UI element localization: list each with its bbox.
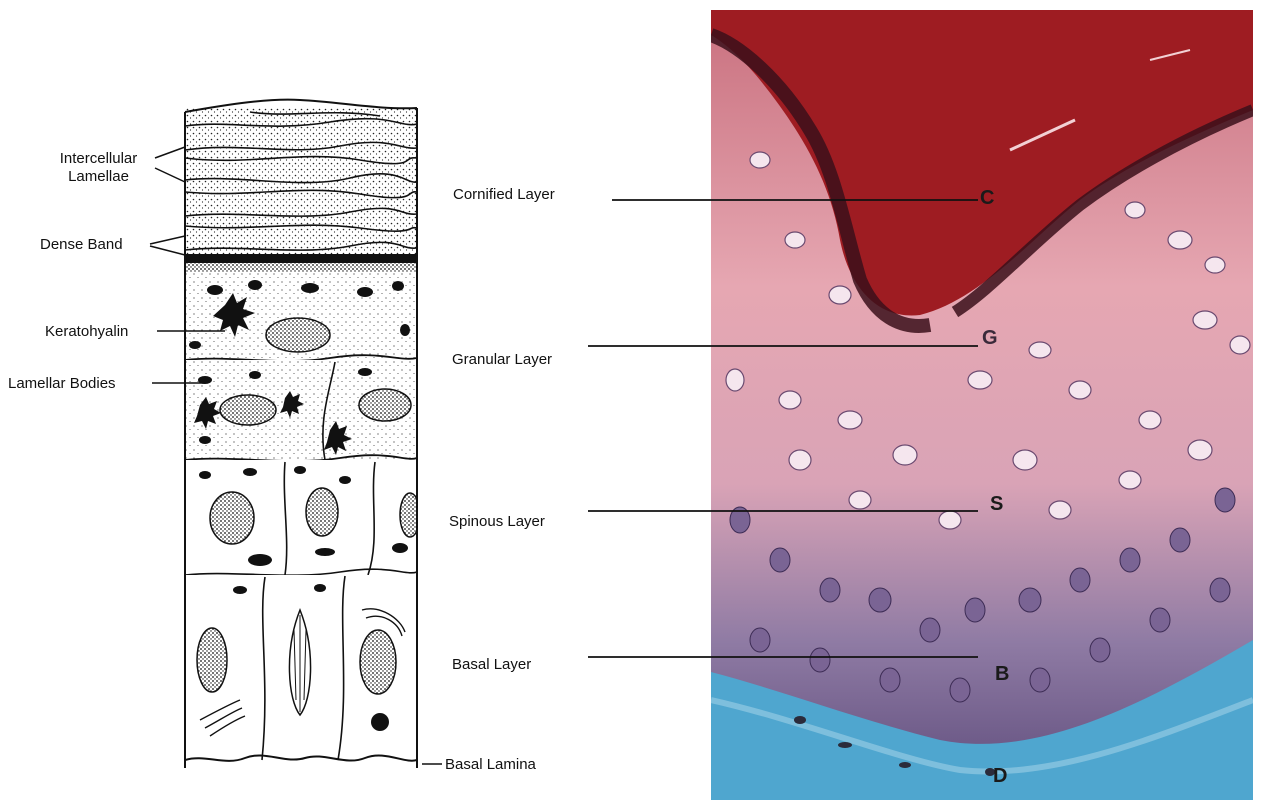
micrograph-letter-g: G xyxy=(982,328,998,348)
dense-band-label: Dense Band xyxy=(40,236,123,254)
micrograph-letter-c: C xyxy=(980,188,994,208)
micrograph-letter-b: B xyxy=(995,664,1009,684)
intercellular-lamellae-label: Intercellular Lamellae xyxy=(46,150,151,186)
granular-layer-label: Granular Layer xyxy=(452,351,552,369)
basal-layer-label: Basal Layer xyxy=(452,656,531,674)
micrograph-letter-s: S xyxy=(990,494,1003,514)
intercellular-lamellae-line1: Intercellular xyxy=(46,150,151,168)
micrograph-letter-d: D xyxy=(993,766,1007,786)
lamellar-bodies-label: Lamellar Bodies xyxy=(8,375,116,393)
basal-lamina-label: Basal Lamina xyxy=(445,756,536,774)
spinous-layer-label: Spinous Layer xyxy=(449,513,545,531)
intercellular-lamellae-line2: Lamellae xyxy=(46,168,151,186)
keratohyalin-label: Keratohyalin xyxy=(45,323,128,341)
cornified-layer-label: Cornified Layer xyxy=(453,186,555,204)
